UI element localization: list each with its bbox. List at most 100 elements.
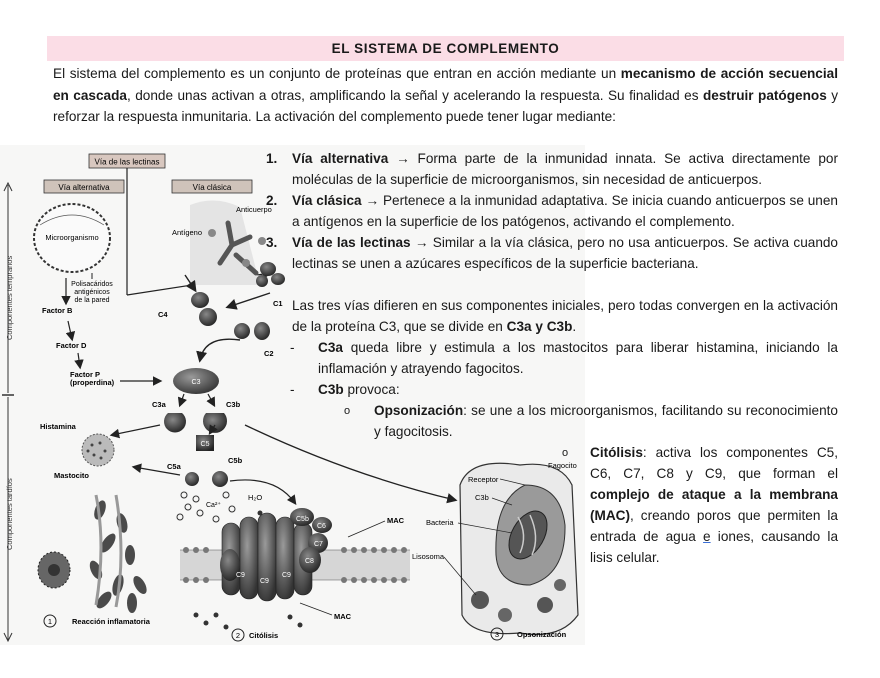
result-3-badge: [490, 627, 504, 641]
label-anticuerpo: Anticuerpo: [236, 205, 272, 214]
label-c3a: C3a: [152, 400, 167, 409]
pathway-number: 2.: [266, 193, 278, 208]
pathway-item-lectinas: 3. Vía de las lectinas → Similar a la ví…: [262, 232, 838, 274]
label-polisacaridos-1: Polisacáridos: [71, 281, 113, 288]
label-receptor: Receptor: [468, 475, 499, 484]
label-tempranos: Componentes tempranos: [5, 256, 14, 340]
c3a-text: queda libre y estimula a los mastocitos …: [318, 340, 838, 376]
citolisis-text-1: : activa los componentes C5, C6, C7, C8 …: [590, 445, 838, 481]
title-text: EL SISTEMA DE COMPLEMENTO: [331, 41, 560, 56]
c3b-text: provoca:: [343, 382, 400, 397]
label-h2o: H₂O: [248, 493, 262, 502]
complement-diagram-svg: Componentes tempranos Componentes tardío…: [2, 153, 579, 643]
intro-bold-1: mecanismo de acción secuencial en cascad…: [53, 66, 838, 103]
intro-text-2: , donde unas activan a otras, amplifican…: [126, 87, 703, 103]
label-c4: C4: [158, 310, 168, 319]
label-bacteria: Bacteria: [426, 518, 454, 527]
c3a-shape: [164, 413, 187, 433]
label-via-alternativa: Vía alternativa: [58, 183, 110, 192]
citolisis-text-2: , creando poros que permiten la entrada …: [590, 508, 838, 544]
c4-shape: [191, 292, 209, 308]
label-citolisis-fig: Citólisis: [249, 631, 278, 640]
label-opsonizacion-fig: Opsonización: [517, 630, 567, 639]
converge-text-2: .: [572, 319, 577, 334]
citolisis-bold: complejo de ataque a la membrana (MAC): [590, 487, 838, 523]
label-c6: C6: [317, 523, 326, 530]
label-lisosoma: Lisosoma: [412, 552, 445, 561]
label-factor-d: Factor D: [56, 341, 87, 350]
c5a-shape: [185, 472, 199, 486]
label-polisacaridos-2: antigénicos: [74, 289, 110, 296]
label-c9-b: C9: [260, 578, 269, 585]
c3b-name: C3b: [318, 382, 344, 397]
citolisis-marker: o: [562, 447, 569, 459]
intro-paragraph: El sistema del complemento es un conjunt…: [53, 63, 838, 128]
c3a-marker: -: [290, 340, 295, 355]
membrane-mac: [180, 508, 410, 602]
label-mac: MAC: [387, 516, 405, 525]
label-c1: C1: [273, 299, 283, 308]
label-factor-b: Factor B: [42, 306, 73, 315]
complement-diagram: Componentes tempranos Componentes tardío…: [0, 145, 585, 645]
citolisis-underlined: e: [703, 529, 711, 544]
label-c9-a: C9: [236, 572, 245, 579]
label-c5a: C5a: [167, 462, 182, 471]
label-via-clasica: Vía clásica: [193, 183, 232, 192]
microorganism-shape: [33, 203, 111, 273]
pathway-item-alternativa: 1. Vía alternativa → Forma parte de la i…: [262, 148, 838, 190]
via-clasica-box: [171, 179, 253, 194]
label-reaccion: Reacción inflamatoria: [72, 617, 151, 626]
c3b-marker: -: [290, 382, 295, 397]
intro-text-1: El sistema del complemento es un conjunt…: [53, 66, 621, 81]
result-2-number: 2: [236, 631, 240, 640]
via-alternativa-box: [43, 179, 125, 194]
c1-complex-icon: [256, 262, 285, 287]
c3a-item: - C3a queda libre y estimula a los masto…: [290, 337, 838, 379]
page-title: EL SISTEMA DE COMPLEMENTO: [47, 36, 844, 61]
label-polisacaridos-3: de la pared: [74, 297, 109, 304]
pathway-name: Vía alternativa: [292, 151, 389, 166]
c3b-item: - C3b provoca:: [290, 379, 838, 400]
intro-text-3: y reforzar la respuesta inmunitaria. La …: [53, 87, 839, 125]
label-c3b-fagocito: C3b: [475, 493, 489, 502]
converge-section: Las tres vías difieren en sus componente…: [290, 295, 838, 400]
label-tardios: Componentes tardíos: [5, 478, 14, 550]
label-c9-c: C9: [282, 572, 291, 579]
converge-bold: C3a y C3b: [506, 319, 573, 334]
intro-bold-2: destruir patógenos: [702, 87, 827, 103]
opsonizacion-name: Opsonización: [374, 403, 464, 418]
label-fagocito: Fagocito: [548, 461, 577, 470]
label-factor-p-2: (properdina): [70, 378, 115, 387]
label-antigeno: Antígeno: [172, 228, 202, 237]
result-1-badge: [43, 614, 57, 628]
result-1-number: 1: [48, 617, 52, 626]
label-c5b: C5b: [228, 456, 243, 465]
mastocyte-cell: [81, 433, 115, 467]
pathway-name: Vía de las lectinas: [292, 235, 411, 250]
c5b-shape: [212, 471, 228, 487]
label-c5: C5: [201, 441, 210, 448]
label-mac-2: MAC: [334, 612, 352, 621]
c3a-name: C3a: [318, 340, 343, 355]
pathway-text: → Forma parte de la inmunidad innata. Se…: [292, 151, 838, 187]
pathway-text: → Pertenece a la inmunidad adaptativa. S…: [292, 193, 838, 229]
opsonizacion-marker: o: [344, 405, 351, 417]
label-c3b: C3b: [226, 400, 241, 409]
citolisis-name: Citólisis: [590, 445, 643, 460]
converge-paragraph: Las tres vías difieren en sus componente…: [292, 295, 838, 337]
label-c5b-mac: C5b: [296, 516, 309, 523]
pathway-name: Vía clásica: [292, 193, 362, 208]
converge-text-1: Las tres vías difieren en sus componente…: [292, 298, 838, 334]
pathway-number: 1.: [266, 151, 278, 166]
label-ca: Ca²⁺: [206, 501, 221, 509]
label-c8: C8: [305, 558, 314, 565]
result-2-badge: [231, 628, 245, 642]
inflammation-cells: [37, 494, 147, 613]
label-mastocito: Mastocito: [54, 471, 89, 480]
pathway-list: 1. Vía alternativa → Forma parte de la i…: [262, 148, 838, 274]
pathway-text: → Similar a la vía clásica, pero no usa …: [292, 235, 838, 271]
opsonizacion-text: : se une a los microorganismos, facilita…: [374, 403, 838, 439]
c3b-shape: [203, 413, 228, 433]
opsonizacion-item: o Opsonización: se une a los microorgani…: [344, 400, 838, 442]
c5-shape: [196, 435, 214, 451]
